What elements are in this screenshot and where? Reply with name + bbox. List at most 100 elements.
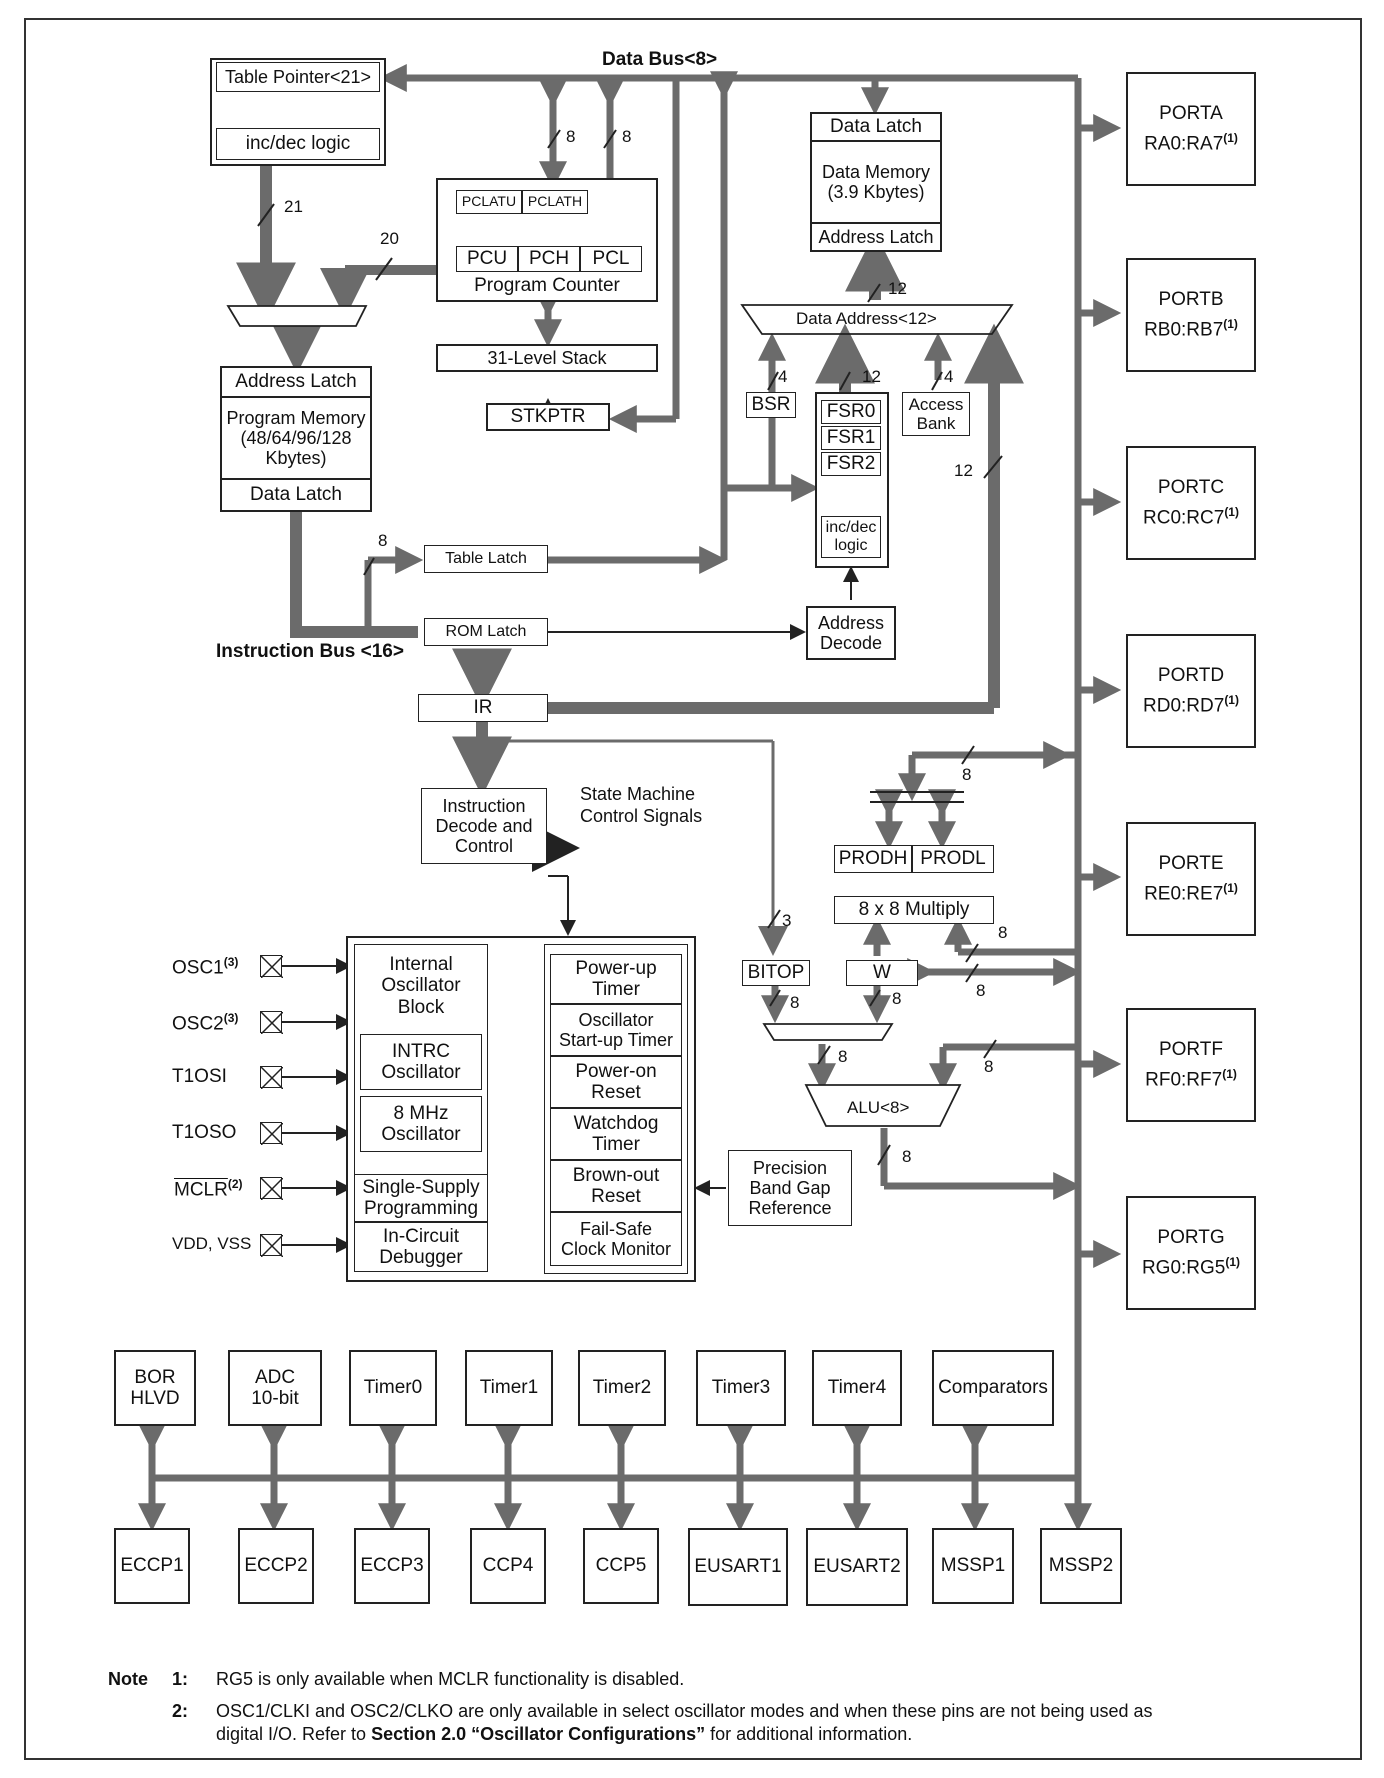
table-latch: Table Latch (424, 545, 548, 573)
pin-vdd-vss: VDD, VSS (172, 1234, 252, 1253)
pin-osc2: OSC2(3) (172, 1011, 239, 1035)
data-memory: Data Memory (3.9 Kbytes) (810, 140, 942, 224)
prog-address-latch: Address Latch (220, 366, 372, 398)
internal-osc-block: Internal Oscillator Block (381, 954, 461, 1018)
peripheral-eccp1: ECCP1 (114, 1528, 190, 1604)
data-address: Data Address<12> (796, 309, 937, 328)
prodl: PRODL (912, 845, 994, 873)
data-address-latch: Address Latch (810, 222, 942, 252)
width-bitop-out: 8 (790, 993, 800, 1012)
single-supply: Single-Supply Programming (354, 1174, 488, 1222)
pcu: PCU (456, 246, 518, 272)
peripheral-ccp4: CCP4 (470, 1528, 546, 1604)
pin-box-icon (260, 1122, 283, 1145)
table-pointer: Table Pointer<21> (216, 62, 380, 92)
pclatu: PCLATU (456, 190, 522, 214)
peripheral-timer0: Timer0 (349, 1350, 437, 1426)
peripheral-timer1: Timer1 (465, 1350, 553, 1426)
pin-box-icon (260, 1234, 283, 1257)
ost: Oscillator Start-up Timer (550, 1004, 682, 1056)
state-machine-label: State Machine Control Signals (580, 784, 703, 826)
peripheral-mssp2: MSSP2 (1040, 1528, 1122, 1604)
wdt: Watchdog Timer (550, 1108, 682, 1160)
pin-box-icon (260, 955, 283, 978)
fsr0: FSR0 (821, 400, 881, 424)
brown-out-reset: Brown-out Reset (550, 1160, 682, 1212)
pin-t1oso: T1OSO (172, 1122, 237, 1143)
bsr: BSR (746, 392, 796, 418)
width-alu-out: 8 (902, 1147, 912, 1166)
address-decode: Address Decode (806, 606, 896, 660)
pin-box-icon (260, 1011, 283, 1034)
bitop: BITOP (742, 960, 810, 986)
peripheral-eusart2: EUSART2 (806, 1528, 908, 1606)
width-access-bank: 4 (944, 367, 954, 386)
note-1-text: RG5 is only available when MCLR function… (216, 1669, 685, 1689)
fsr-inc-dec: inc/dec logic (821, 516, 881, 558)
intrc: INTRC Oscillator (360, 1034, 482, 1090)
note-2-text: OSC1/CLKI and OSC2/CLKO are only availab… (216, 1701, 1153, 1745)
ir: IR (418, 694, 548, 722)
width-ir: 12 (954, 461, 973, 480)
width-mux: 8 (838, 1047, 848, 1066)
width-multiply: 8 (998, 923, 1008, 942)
prodh: PRODH (834, 845, 912, 873)
diagram-frame (24, 18, 1362, 1760)
stack: 31-Level Stack (436, 344, 658, 372)
width-alu-in: 8 (984, 1057, 994, 1076)
stkptr: STKPTR (486, 403, 610, 431)
alu: ALU<8> (847, 1098, 910, 1117)
program-memory: Program Memory (48/64/96/128 Kbytes) (220, 396, 372, 480)
peripheral-eccp3: ECCP3 (354, 1528, 430, 1604)
rom-latch: ROM Latch (424, 618, 548, 646)
pclath: PCLATH (522, 190, 588, 214)
peripheral-eccp2: ECCP2 (238, 1528, 314, 1604)
peripheral-timer4: Timer4 (812, 1350, 902, 1426)
width-w: 8 (976, 981, 986, 1000)
peripheral-ccp5: CCP5 (583, 1528, 659, 1604)
note-1-number: 1: (172, 1669, 189, 1689)
width-pc: 20 (380, 229, 399, 248)
width-data-address: 12 (888, 279, 907, 298)
peripheral-eusart1: EUSART1 (688, 1528, 788, 1606)
peripheral-mssp1: MSSP1 (932, 1528, 1014, 1604)
pin-mclr: MCLR(2) (174, 1177, 243, 1201)
instruction-decode: Instruction Decode and Control (421, 788, 547, 864)
width-fsr: 12 (862, 367, 881, 386)
peripheral-comparators: Comparators (932, 1350, 1054, 1426)
fail-safe: Fail-Safe Clock Monitor (550, 1212, 682, 1266)
width-table-latch: 8 (378, 531, 388, 550)
width-pclath: 8 (566, 127, 576, 146)
pcl: PCL (580, 246, 642, 272)
pch: PCH (518, 246, 580, 272)
icd: In-Circuit Debugger (354, 1222, 488, 1272)
fsr1: FSR1 (821, 426, 881, 450)
width-table-pointer: 21 (284, 197, 303, 216)
peripheral-adc: ADC 10-bit (228, 1350, 322, 1426)
powerup-timer: Power-up Timer (550, 954, 682, 1004)
pin-box-icon (260, 1177, 283, 1200)
w-register: W (846, 960, 918, 986)
peripheral-bor-hlvd: BOR HLVD (114, 1350, 196, 1426)
pin-t1osi: T1OSI (172, 1066, 227, 1087)
data-latch: Data Latch (810, 112, 942, 142)
note-2-number: 2: (172, 1701, 189, 1721)
multiply: 8 x 8 Multiply (834, 896, 994, 924)
band-gap: Precision Band Gap Reference (728, 1150, 852, 1226)
data-bus-label: Data Bus<8> (602, 49, 718, 70)
instruction-bus-label: Instruction Bus <16> (216, 641, 404, 662)
note-heading: Note (108, 1669, 148, 1689)
table-pointer-inc-dec: inc/dec logic (216, 128, 380, 160)
width-bsr: 4 (778, 367, 788, 386)
width-pcl: 8 (622, 127, 632, 146)
width-prod: 8 (962, 765, 972, 784)
width-w-out: 8 (892, 989, 902, 1008)
pin-osc1: OSC1(3) (172, 955, 239, 979)
peripheral-timer2: Timer2 (578, 1350, 666, 1426)
